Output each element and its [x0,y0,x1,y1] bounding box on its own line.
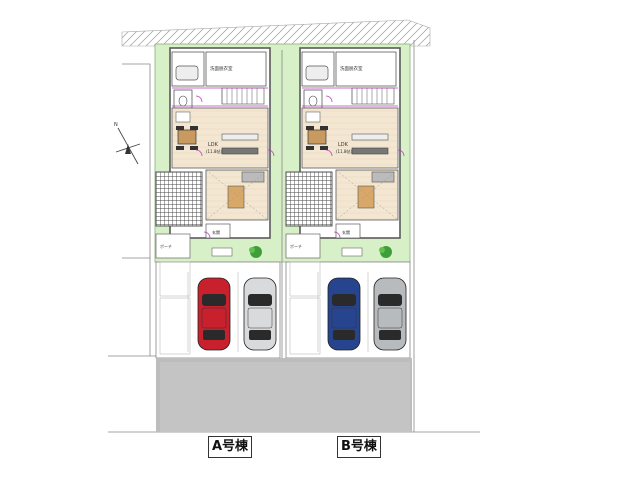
car-windshield [202,294,226,306]
tree-icon [249,247,255,253]
entrance [335,223,361,239]
chair-icon [320,126,328,130]
ldk-size: (11.8帖) [336,148,352,154]
sofa-icon [371,171,395,183]
door-swing [195,149,203,157]
tree-icon [379,247,385,253]
car-windshield [248,294,272,306]
washroom [335,51,397,87]
car-icon [327,277,361,351]
boundary-hatch-strip [121,19,431,47]
void-line [205,169,269,221]
tiled-terrace [285,171,333,227]
porch [155,233,191,259]
bathtub-icon [305,65,329,81]
compass-icon: N [114,122,141,165]
step [211,247,233,257]
toilet-icon [308,95,318,107]
compass-north-label: N [114,122,118,128]
dining-table-icon [177,129,197,145]
entrance [205,223,231,239]
door-swing [325,95,333,103]
car-rear-window [333,330,355,340]
bathtub-icon [175,65,199,81]
tv-board [305,111,321,123]
tv-board [175,111,191,123]
low-table-icon [357,185,375,209]
kitchen-sink [221,147,259,155]
building-a-label: A号棟 [208,436,253,458]
dining-table-icon [307,129,327,145]
door-swing [203,231,211,239]
car-windshield [378,294,402,306]
chair-icon [176,126,184,130]
parking-slot [289,261,321,297]
car-roof [377,307,403,329]
sofa-icon [241,171,265,183]
toilet-icon [178,95,188,107]
washroom-label: 洗面脱衣室 [210,65,233,72]
tiled-terrace [155,171,203,227]
ldk-label: LDK [208,142,219,148]
parking-slot [289,297,321,355]
car-icon [373,277,407,351]
car-roof [247,307,273,329]
kitchen-counter [351,133,389,141]
chair-icon [190,146,198,150]
chair-icon [306,146,314,150]
car-rear-window [203,330,225,340]
chair-icon [320,146,328,150]
car-windshield [332,294,356,306]
car-icon [197,277,231,351]
entrance-label: 玄関 [342,229,350,235]
porch-label: ポーチ [160,243,172,249]
building-b-label: B号棟 [337,436,381,458]
kitchen-counter [221,133,259,141]
door-swing [267,149,275,157]
door-swing [195,95,203,103]
chair-icon [306,126,314,130]
porch [285,233,321,259]
void-line [335,169,399,221]
washroom [205,51,267,87]
car-rear-window [379,330,401,340]
parking-slot [159,297,191,355]
void-line [335,169,399,221]
ldk-label: LDK [338,142,349,148]
entrance-label: 玄関 [212,229,220,235]
car-icon [243,277,277,351]
washroom-label: 洗面脱衣室 [340,65,363,72]
door-swing [325,149,333,157]
chair-icon [176,146,184,150]
car-rear-window [249,330,271,340]
car-roof [331,307,357,329]
step [341,247,363,257]
ldk-size: (11.8帖) [206,148,222,154]
door-swing [397,149,405,157]
parking-slot [159,261,191,297]
door-swing [333,231,341,239]
car-roof [201,307,227,329]
kitchen-sink [351,147,389,155]
porch-label: ポーチ [290,243,302,249]
road-ground-shade [160,362,410,432]
void-line [205,169,269,221]
low-table-icon [227,185,245,209]
chair-icon [190,126,198,130]
